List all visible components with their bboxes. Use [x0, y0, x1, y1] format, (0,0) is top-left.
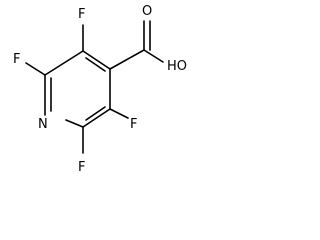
atom-label-f-bottom-left: F [78, 160, 85, 175]
bond-c3-c4 [82, 50, 111, 70]
bond-c6-n [65, 119, 84, 128]
bond-c5-c6-double [85, 106, 106, 121]
atom-label-oh: HO [167, 59, 187, 74]
atom-label-f-left: F [13, 52, 20, 67]
atom-label-f-right: F [130, 117, 137, 132]
bond-c4-ccarboxyl [109, 49, 145, 70]
molecule-structure: F F N F F O HO [13, 4, 187, 175]
bond-c5-c6 [82, 108, 111, 128]
atom-label-f-top: F [78, 7, 85, 22]
bond-c-oh [143, 49, 164, 63]
bond-c5-f [109, 108, 129, 119]
atom-label-n-ring: N [38, 117, 48, 132]
bond-c3-c4-double [85, 57, 106, 72]
bond-c2-c3 [44, 50, 84, 76]
atom-label-o-carbonyl: O [142, 4, 152, 19]
bond-c2-f [25, 62, 46, 76]
